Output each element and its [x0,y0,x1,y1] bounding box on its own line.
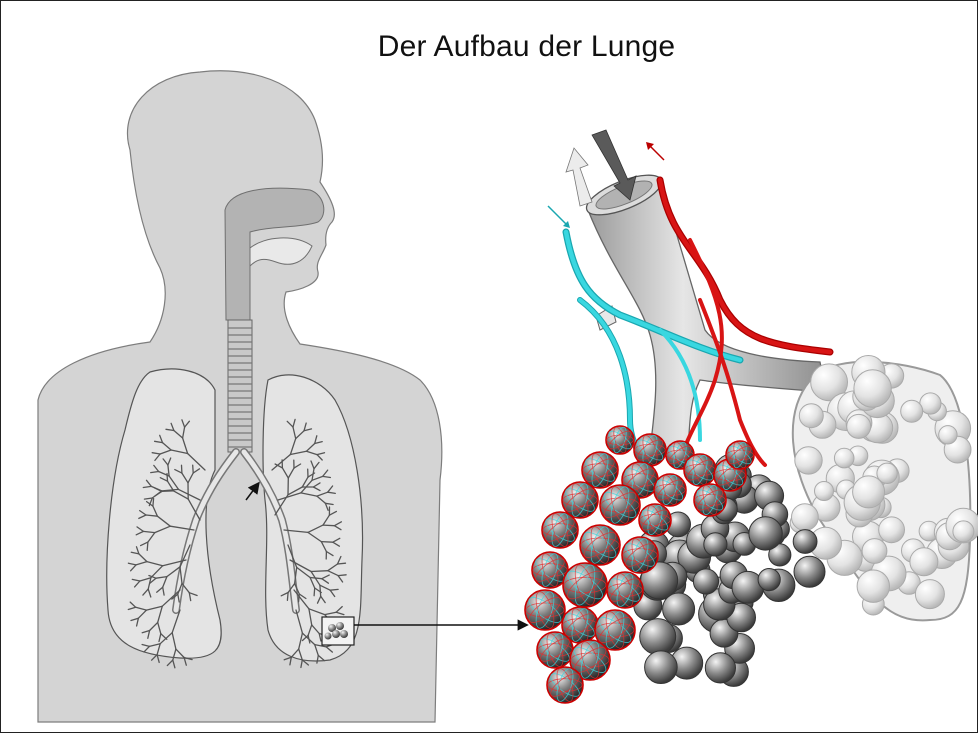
blood-in-arrow [548,206,568,226]
detail-box [322,617,354,645]
trachea [228,320,252,452]
blood-out-arrow [650,146,664,160]
exhale-arrow [566,148,592,206]
